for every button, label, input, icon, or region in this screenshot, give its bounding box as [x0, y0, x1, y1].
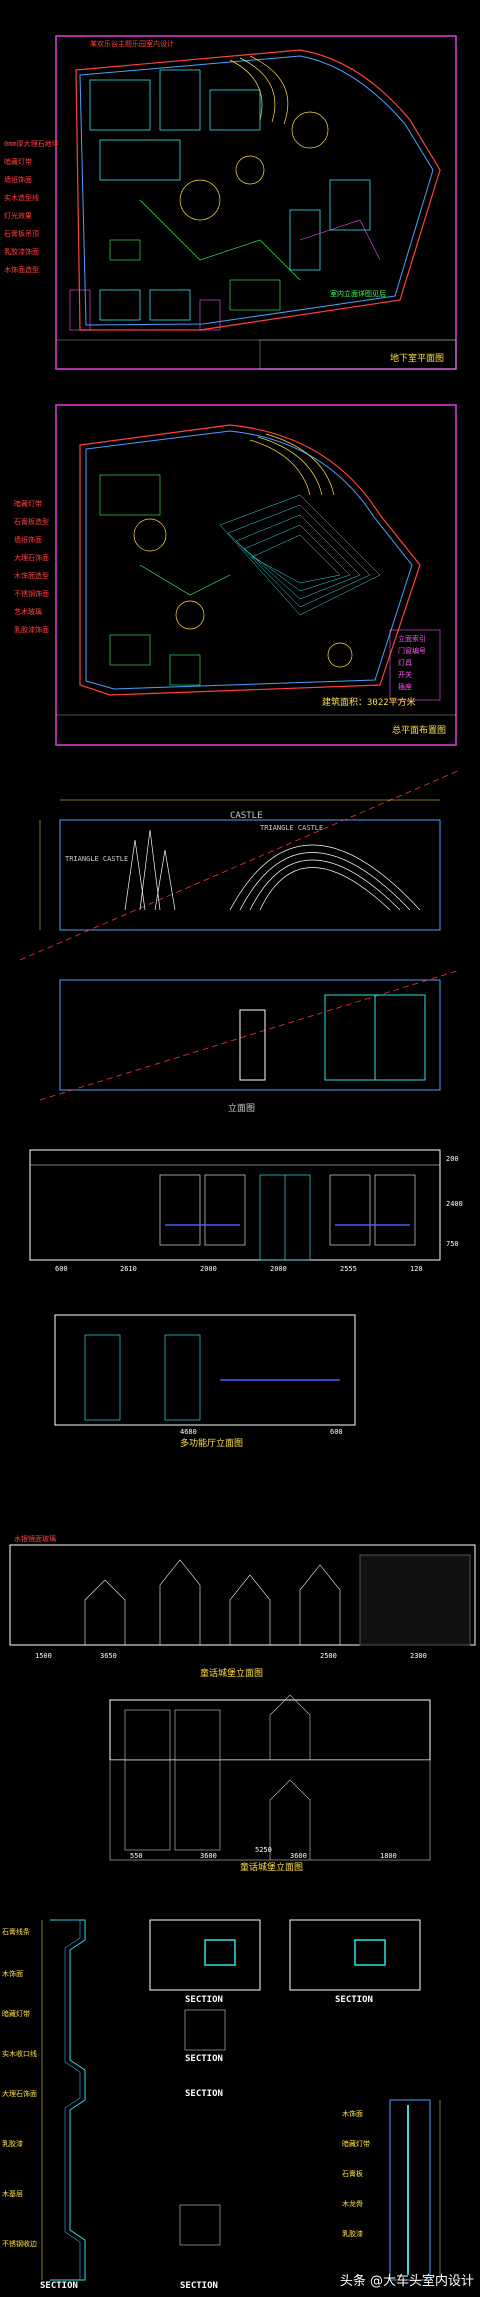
- plan1-side-label: 石膏板吊顶: [4, 230, 39, 238]
- elev1-sign-left: TRIANGLE CASTLE: [65, 855, 129, 863]
- plan1-side-label: 木饰面造型: [4, 266, 39, 274]
- sections-drawing: [41, 1760, 441, 2281]
- sections-sheet: 童话城堡立面图 5250 550 3600 3600 1800 SECTION …: [0, 1760, 480, 2297]
- section-label: 乳胶漆: [342, 2230, 363, 2238]
- section-label: 木饰面: [342, 2110, 363, 2118]
- plan2-side-label: 木饰面造型: [14, 572, 49, 580]
- elev4-title: 多功能厅立面图: [180, 1439, 244, 1449]
- dim-label: 1500: [35, 1652, 52, 1660]
- plan2-side-label: 石膏板造型: [14, 518, 49, 526]
- plan2-side-label: 艺术玻璃: [14, 608, 42, 616]
- section-label: 石膏板: [342, 2170, 363, 2178]
- elev6-title: 童话城堡立面图: [240, 1863, 304, 1873]
- elev5-label: 水银镜面玻璃: [14, 1535, 56, 1543]
- dim-label: 2610: [120, 1265, 137, 1273]
- section-title: SECTION: [335, 1995, 373, 2005]
- dim-label: 2555: [340, 1265, 357, 1273]
- dim-label: 2500: [320, 1652, 337, 1660]
- plan1-note-2: 室内立面详图见后: [330, 290, 386, 298]
- dim-label: 550: [130, 1852, 143, 1860]
- elev1-sign-top: CASTLE: [230, 811, 263, 821]
- dim-label: 200: [446, 1155, 459, 1163]
- dim-label: 2000: [270, 1265, 287, 1273]
- section-label: 木龙骨: [342, 2200, 363, 2208]
- plan2-legend-item: 开关: [398, 671, 412, 679]
- plan1-side-label: 实木造型线: [4, 194, 39, 202]
- section-label: 木基层: [2, 2190, 23, 2198]
- elevations-sheet: CASTLE TRIANGLE CASTLE TRIANGLE CASTLE 立…: [0, 760, 480, 1760]
- floor-plan-1: 某欢乐谷主题乐园室内设计 室内立面详图见后 0mm厚大理石地坪 暗藏灯带 墙纸饰…: [0, 0, 480, 385]
- plan2-side-label: 乳胶漆饰面: [14, 626, 49, 634]
- plan2-legend-item: 门窗编号: [398, 647, 426, 655]
- dim-label: 3600: [200, 1852, 217, 1860]
- plan1-side-label: 墙纸饰面: [4, 176, 32, 184]
- dim-label: 750: [446, 1240, 459, 1248]
- dim-label: 2300: [410, 1652, 427, 1660]
- plan2-side-label: 大理石饰面: [14, 554, 49, 562]
- dim-label: 5250: [255, 1846, 272, 1854]
- watermark: 头条 @大车头室内设计: [339, 2274, 474, 2289]
- elev2-title: 立面图: [228, 1104, 256, 1114]
- plan1-title: 地下室平面图: [390, 354, 445, 364]
- plan1-side-label: 灯光效果: [4, 212, 32, 220]
- dim-label: 3650: [100, 1652, 117, 1660]
- elev5-title: 童话城堡立面图: [200, 1669, 264, 1679]
- plan2-area: 建筑面积：3022平方米: [322, 698, 416, 708]
- section-label: 暗藏灯带: [342, 2140, 370, 2148]
- plan1-side-label: 0mm厚大理石地坪: [4, 140, 59, 148]
- plan1-side-label: 乳胶漆饰面: [4, 248, 39, 256]
- plan1-note-1: 某欢乐谷主题乐园室内设计: [90, 40, 174, 48]
- dim-label: 4680: [180, 1428, 197, 1436]
- dim-label: 600: [330, 1428, 343, 1436]
- dim-label: 2400: [446, 1200, 463, 1208]
- floor-plan-2-drawing: [55, 404, 457, 746]
- section-label: 大理石饰面: [2, 2090, 37, 2098]
- plan2-legend-item: 立面索引: [398, 635, 426, 643]
- section-title: SECTION: [185, 2089, 223, 2099]
- section-title: SECTION: [180, 2281, 218, 2291]
- section-label: 石膏线条: [2, 1928, 30, 1936]
- section-title: SECTION: [185, 1995, 223, 2005]
- plan2-side-label: 暗藏灯带: [14, 500, 42, 508]
- plan1-side-label: 暗藏灯带: [4, 158, 32, 166]
- section-label: 实木收口线: [2, 2050, 37, 2058]
- dim-label: 120: [410, 1265, 423, 1273]
- floor-plan-1-drawing: [55, 35, 457, 370]
- elevations-drawing: [9, 769, 476, 1760]
- dim-label: 1800: [380, 1852, 397, 1860]
- dim-label: 600: [55, 1265, 68, 1273]
- plan2-legend-item: 插座: [398, 683, 412, 691]
- plan2-side-label: 墙纸饰面: [14, 536, 42, 544]
- section-title: SECTION: [40, 2281, 78, 2291]
- elev1-sign-right: TRIANGLE CASTLE: [260, 824, 324, 832]
- section-label: 不锈钢收边: [2, 2240, 37, 2248]
- dim-label: 2000: [200, 1265, 217, 1273]
- section-label: 暗藏灯带: [2, 2010, 30, 2018]
- dim-label: 3600: [290, 1852, 307, 1860]
- plan2-legend-item: 灯具: [398, 659, 412, 667]
- section-label: 木饰面: [2, 1970, 23, 1978]
- plan2-title: 总平面布置图: [392, 726, 447, 736]
- section-title: SECTION: [185, 2054, 223, 2064]
- section-label: 乳胶漆: [2, 2140, 23, 2148]
- floor-plan-2: 暗藏灯带 石膏板造型 墙纸饰面 大理石饰面 木饰面造型 不锈钢饰面 艺术玻璃 乳…: [0, 385, 480, 760]
- plan2-side-label: 不锈钢饰面: [14, 590, 49, 598]
